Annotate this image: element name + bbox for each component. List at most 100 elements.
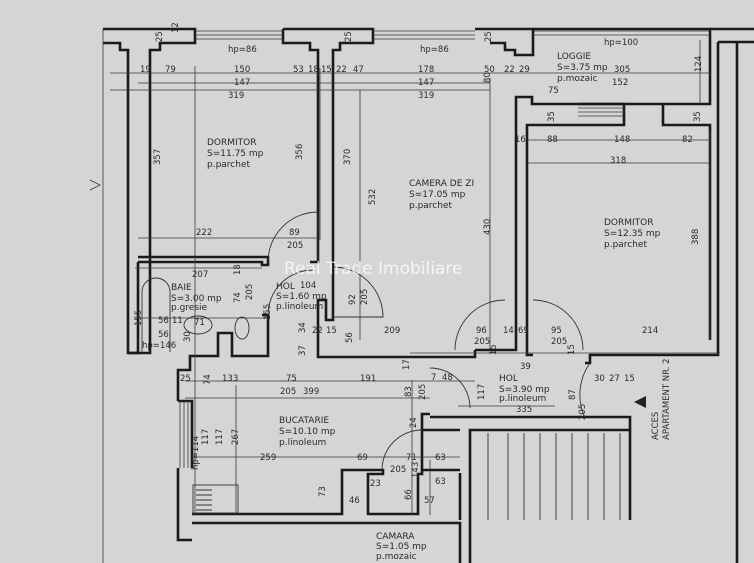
dimension-label: 370 (343, 149, 353, 165)
dimension-label: 56 (158, 330, 169, 340)
stairs (487, 433, 621, 520)
dimension-label: 30 (183, 331, 193, 342)
dimension-label: 117 (477, 384, 487, 400)
dimension-label: 35 (693, 111, 703, 122)
dimension-label: 319 (228, 91, 244, 101)
dimension-label: 71 (194, 318, 205, 328)
dimension-label: 73 (318, 486, 328, 497)
dimension-label: 17 (402, 359, 412, 370)
dimension-label: 133 (222, 374, 238, 384)
dimension-label: 205 (390, 465, 406, 475)
dimension-label: 79 (165, 65, 176, 75)
doors (267, 211, 591, 471)
dimension-label: 7 (431, 373, 436, 383)
dimension-label: 205 (551, 337, 567, 347)
dimension-label: 82 (682, 135, 693, 145)
dimension-label: 205 (287, 241, 303, 251)
dimension-label: 18 (233, 264, 243, 275)
bathtub (141, 277, 171, 352)
dimension-label: 75 (286, 374, 297, 384)
dimension-label: 53 (293, 65, 304, 75)
room-floor: p.mozaic (376, 552, 417, 562)
access-arrow-icon (634, 396, 646, 408)
dimension-label: 29 (519, 65, 530, 75)
window-height-label: hp=86 (228, 45, 257, 55)
dimension-label: 214 (642, 326, 658, 336)
dimension-label: 15 (624, 374, 635, 384)
access-marker: ACCES APARTAMENT NR. 2 (634, 358, 672, 440)
room-name: BAIE (171, 283, 192, 293)
dimension-label: 318 (610, 156, 626, 166)
dimension-label: 95 (551, 326, 562, 336)
windows (179, 30, 710, 468)
dimension-label: 356 (295, 144, 305, 160)
room-name: DORMITOR (604, 218, 654, 228)
dimension-label: 48 (442, 373, 453, 383)
dimension-label: 83 (404, 386, 414, 397)
dimension-label: 24 (409, 417, 419, 428)
dimension-label: 11 (172, 316, 183, 326)
dimension-label: 222 (196, 228, 212, 238)
dimension-label: 27 (609, 374, 620, 384)
dimension-label: 71 (406, 453, 417, 463)
dimension-label: 205 (360, 289, 370, 305)
dimension-label: 88 (547, 135, 558, 145)
watermark: Real Trade Imobiliare (284, 259, 462, 279)
dimension-label: 388 (691, 229, 701, 245)
dimension-label: 191 (360, 374, 376, 384)
dimension-label: 30 (594, 374, 605, 384)
room-floor: p.linoleum (499, 394, 546, 404)
room-floor: p.mozaic (557, 74, 598, 84)
room-floor: p.gresie (171, 303, 208, 313)
dimension-label: 69 (518, 326, 529, 336)
dimension-label: 22 (312, 326, 323, 336)
room-area: S=11.75 mp (207, 149, 264, 159)
dimension-label: 259 (260, 453, 276, 463)
dimension-label: 89 (289, 228, 300, 238)
dimension-label: 56 (158, 316, 169, 326)
room-floor: p.linoleum (276, 302, 323, 312)
dimension-label: 15 (321, 65, 332, 75)
dimension-label: 18 (308, 65, 319, 75)
dimension-label: 305 (614, 65, 630, 75)
dimension-label: 155 (263, 304, 273, 320)
dimension-label: 148 (614, 135, 630, 145)
dimension-label: 74 (233, 292, 243, 303)
dimension-label: 23 (370, 479, 381, 489)
dimension-label: 319 (418, 91, 434, 101)
dimension-lines (89, 29, 720, 563)
dimension-label: 37 (298, 345, 308, 356)
dimension-label: 63 (435, 453, 446, 463)
window-height-label: hp=86 (420, 45, 449, 55)
dimension-label: 69 (357, 453, 368, 463)
dimension-label: 117 (201, 429, 211, 445)
dimension-label: 357 (153, 149, 163, 165)
room-floor: p.parchet (604, 240, 647, 250)
dimension-label: 50 (484, 65, 495, 75)
room-name: DORMITOR (207, 138, 257, 148)
dimension-label: 104 (300, 281, 316, 291)
room-area: S=1.05 mp (376, 542, 427, 552)
window-height-label: hp=100 (604, 38, 638, 48)
room-name: BUCATARIE (279, 416, 329, 426)
dimension-label: 15 (489, 344, 499, 355)
dimension-label: 19 (140, 65, 151, 75)
fixtures (141, 277, 621, 520)
dimension-label: 75 (548, 86, 559, 96)
dimension-label: 147 (234, 78, 250, 88)
sink (183, 315, 213, 335)
dimension-label: 155 (134, 310, 144, 326)
room-name: HOL (499, 374, 518, 384)
room-camera-de-zi: CAMERA DE ZIS=17.05 mpp.parchet (409, 179, 474, 211)
dimension-label: 147 (418, 78, 434, 88)
room-area: S=10.10 mp (279, 427, 336, 437)
room-floor: p.parchet (409, 201, 452, 211)
dimension-label: 267 (231, 429, 241, 445)
room-name: CAMERA DE ZI (409, 179, 474, 189)
